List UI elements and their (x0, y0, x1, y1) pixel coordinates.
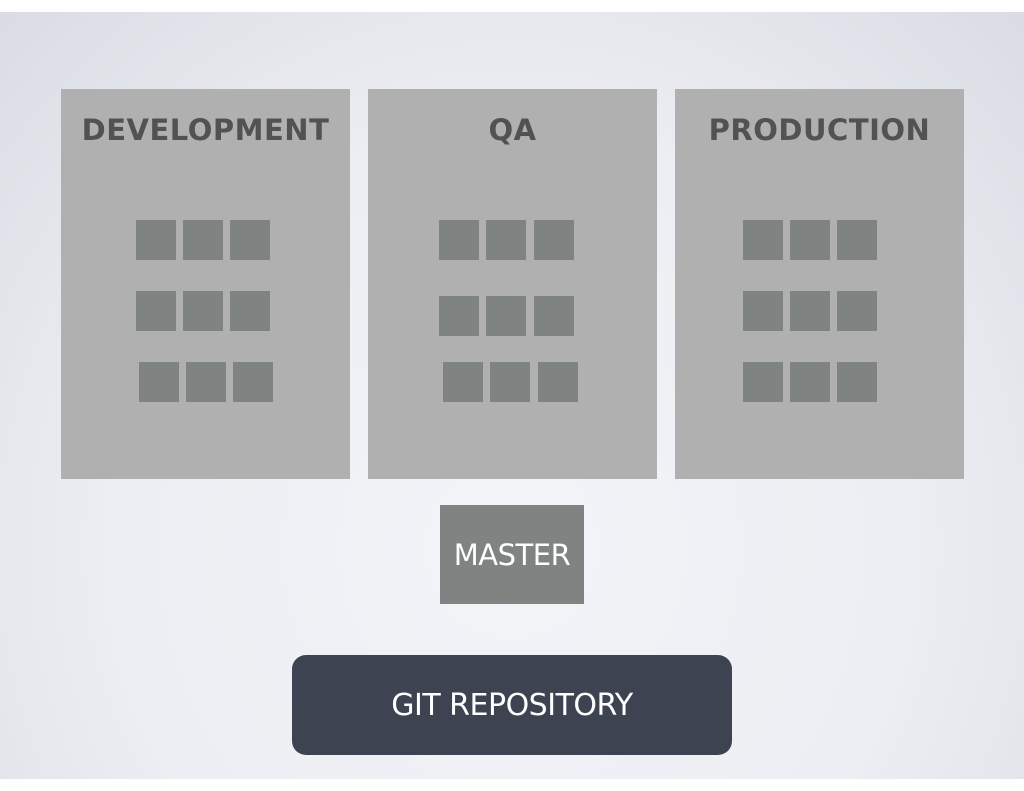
environment-panel-production: PRODUCTION (675, 89, 964, 479)
component-block (837, 291, 877, 331)
master-branch-box: MASTER (440, 505, 584, 604)
component-block (790, 362, 830, 402)
component-block (743, 220, 783, 260)
master-branch-label: MASTER (453, 537, 571, 572)
component-block (486, 220, 526, 260)
component-block (230, 291, 270, 331)
component-block (136, 291, 176, 331)
git-repository-box: GIT REPOSITORY (292, 655, 732, 755)
component-block (837, 362, 877, 402)
component-block (743, 291, 783, 331)
environment-title: QA (488, 113, 537, 147)
environment-title: PRODUCTION (708, 113, 931, 147)
component-block (136, 220, 176, 260)
environment-panel-development: DEVELOPMENT (61, 89, 350, 479)
git-repository-label: GIT REPOSITORY (391, 687, 633, 723)
component-block (790, 291, 830, 331)
component-block (743, 362, 783, 402)
environment-title: DEVELOPMENT (81, 113, 330, 147)
component-block (186, 362, 226, 402)
component-block (534, 220, 574, 260)
environment-panel-qa: QA (368, 89, 657, 479)
component-block (534, 296, 574, 336)
component-block (486, 296, 526, 336)
component-block (233, 362, 273, 402)
component-block (439, 220, 479, 260)
component-block (490, 362, 530, 402)
component-block (538, 362, 578, 402)
diagram-canvas: DEVELOPMENT QA PRODUCTION MASTER (0, 12, 1024, 779)
component-block (183, 291, 223, 331)
component-block (183, 220, 223, 260)
component-block (230, 220, 270, 260)
component-block (837, 220, 877, 260)
component-block (443, 362, 483, 402)
component-block (790, 220, 830, 260)
component-block (139, 362, 179, 402)
component-block (439, 296, 479, 336)
